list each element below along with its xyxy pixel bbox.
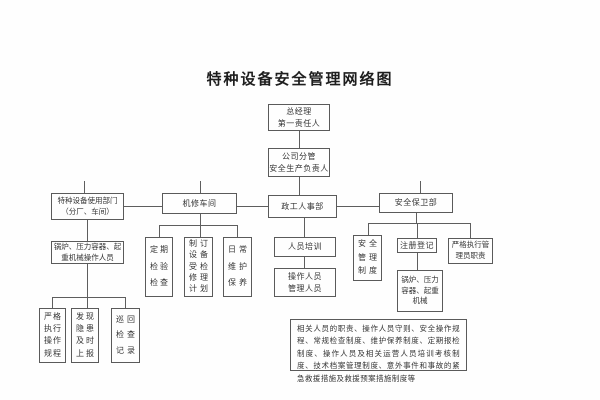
connector-line <box>87 220 88 241</box>
node-machine-repair-workshop: 机修车间 <box>162 193 237 214</box>
connector-line <box>52 297 53 308</box>
node-daily-maintenance: 日常 维护 保养 <box>223 237 252 297</box>
node-hr-dept: 政工人事部 <box>268 195 337 218</box>
connector-line <box>84 181 85 193</box>
systems-note: 相关人员的职责、操作人员守则、安全操作规程、常规检查制度、维护保养制度、定期报检… <box>290 319 467 383</box>
connector-line <box>368 223 369 235</box>
node-repair-plan: 制订 设备 受检 修理 计划 <box>184 237 213 297</box>
node-general-manager: 总经理 第一责任人 <box>268 104 330 131</box>
connector-line <box>87 206 416 207</box>
node-operators-managers: 操作人员 管理人员 <box>274 268 336 297</box>
node-security-dept: 安全保卫部 <box>379 193 453 213</box>
connector-line <box>159 225 160 237</box>
connector-line <box>368 223 470 224</box>
node-periodic-inspection: 定期 检验 检查 <box>145 237 173 297</box>
connector-line <box>304 218 305 237</box>
node-patrol-records: 巡回 检查 记录 <box>111 308 140 363</box>
connector-line <box>299 131 300 148</box>
connector-line <box>52 297 125 298</box>
node-follow-procedures: 严格 执行 操作 规程 <box>39 308 66 363</box>
connector-line <box>417 253 418 270</box>
node-report-hazards: 发现 隐患 及时 上报 <box>71 308 99 363</box>
connector-line <box>237 225 238 237</box>
connector-line <box>125 297 126 308</box>
connector-line <box>200 181 201 193</box>
node-registered-equipment: 锅炉、压力 容器、起重 机械 <box>397 270 443 312</box>
node-safety-management-system: 安全 管理 制度 <box>353 235 382 281</box>
connector-line <box>159 225 237 226</box>
connector-line <box>416 213 417 223</box>
connector-line <box>417 223 418 238</box>
node-personnel-training: 人员培训 <box>274 237 336 257</box>
connector-line <box>87 264 88 308</box>
connector-line <box>470 223 471 238</box>
node-operators: 锅炉、压力容器、起 重机械操作人员 <box>51 241 124 264</box>
connector-line <box>304 257 305 268</box>
connector-line <box>420 181 421 193</box>
connector-line <box>299 177 300 195</box>
page-title: 特种设备安全管理网络图 <box>206 72 394 88</box>
node-registration: 注册登记 <box>397 238 437 253</box>
node-deputy-manager: 公司分管 安全生产负责人 <box>268 148 330 177</box>
node-admin-duties: 严格执行管 理员职责 <box>448 238 493 264</box>
node-equipment-using-dept: 特种设备使用部门 （分厂、车间） <box>51 193 124 220</box>
